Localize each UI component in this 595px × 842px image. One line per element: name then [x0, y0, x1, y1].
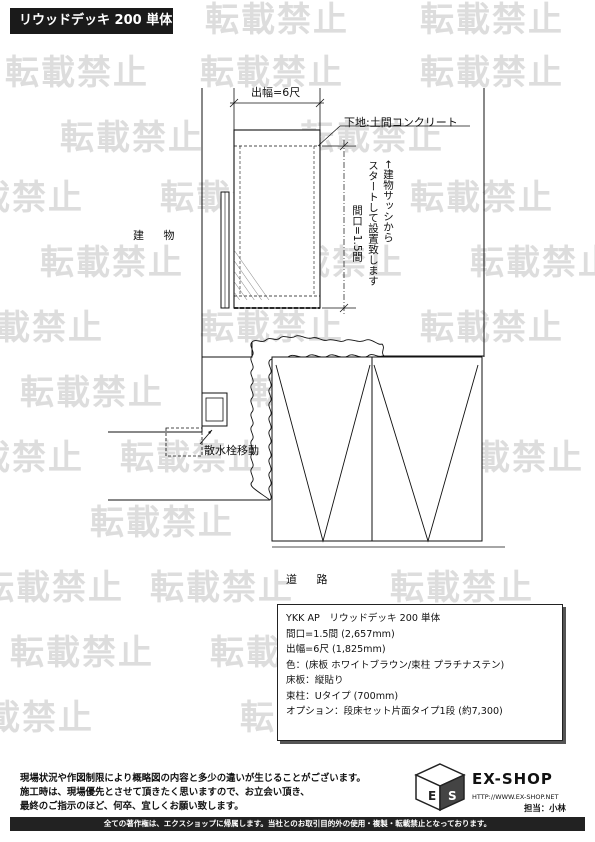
base-leader: [317, 125, 470, 147]
width-dimension: [322, 140, 356, 314]
water-tap-box: [165, 392, 228, 457]
brand-name: EX-SHOP: [472, 770, 553, 788]
width-label: 間口=1.5間: [351, 205, 363, 262]
depth-label: 出幅=6尺: [251, 86, 301, 99]
note-line: 最終のご指示のほど、何卒、宜しくお願い致します。: [20, 801, 244, 812]
sash-note: ←建物サッシから スタートして設置致します: [367, 160, 394, 286]
hedge-outline: [268, 354, 484, 501]
building-label: 建 物: [133, 229, 183, 242]
depth-dimension: [229, 88, 325, 130]
disclaimer-note: 現場状況や作図制限により概略図の内容と多少の違いが生じることがございます。 施工…: [20, 772, 366, 814]
page-title: リウッドデッキ 200 単体: [10, 8, 173, 34]
staff-name: 担当：小林: [524, 803, 566, 813]
spec-line: 色：(床板 ホワイトブラウン/束柱 プラチナステン): [286, 659, 505, 671]
spec-line: 出幅=6尺 (1,825mm): [286, 644, 386, 655]
svg-text:S: S: [448, 789, 457, 803]
ex-shop-cube-logo: E S: [414, 763, 466, 812]
deck-elevation: [271, 356, 483, 543]
copyright-footer: 全ての著作権は、エクスショップに帰属します。当社とのお取引目的外の使用・複製・転…: [10, 817, 585, 831]
svg-text:E: E: [428, 789, 436, 803]
spec-box: YKK AP リウッドデッキ 200 単体 間口=1.5間 (2,657mm) …: [277, 604, 563, 741]
spec-line: 床板：縦貼り: [286, 675, 344, 686]
road-label: 道 路: [286, 573, 336, 586]
base-label: 下地:土間コンクリート: [344, 116, 458, 129]
note-line: 現場状況や作図制限により概略図の内容と多少の違いが生じることがございます。: [20, 773, 366, 784]
brand-url: HTTP://WWW.EX-SHOP.NET: [472, 793, 559, 801]
spec-line: オプション：段床セット片面タイプ1段 (約7,300): [286, 706, 503, 717]
spec-line: 間口=1.5間 (2,657mm): [286, 628, 395, 640]
spec-line: YKK AP リウッドデッキ 200 単体: [286, 613, 441, 624]
spec-line: 束柱：Uタイプ (700mm): [286, 690, 399, 702]
wood-deck-plan: [220, 129, 321, 309]
drain-label: 散水栓移動: [204, 444, 259, 457]
note-line: 施工時は、現場優先とさせて頂きたく思いますので、お立会い頂き、: [20, 787, 310, 798]
